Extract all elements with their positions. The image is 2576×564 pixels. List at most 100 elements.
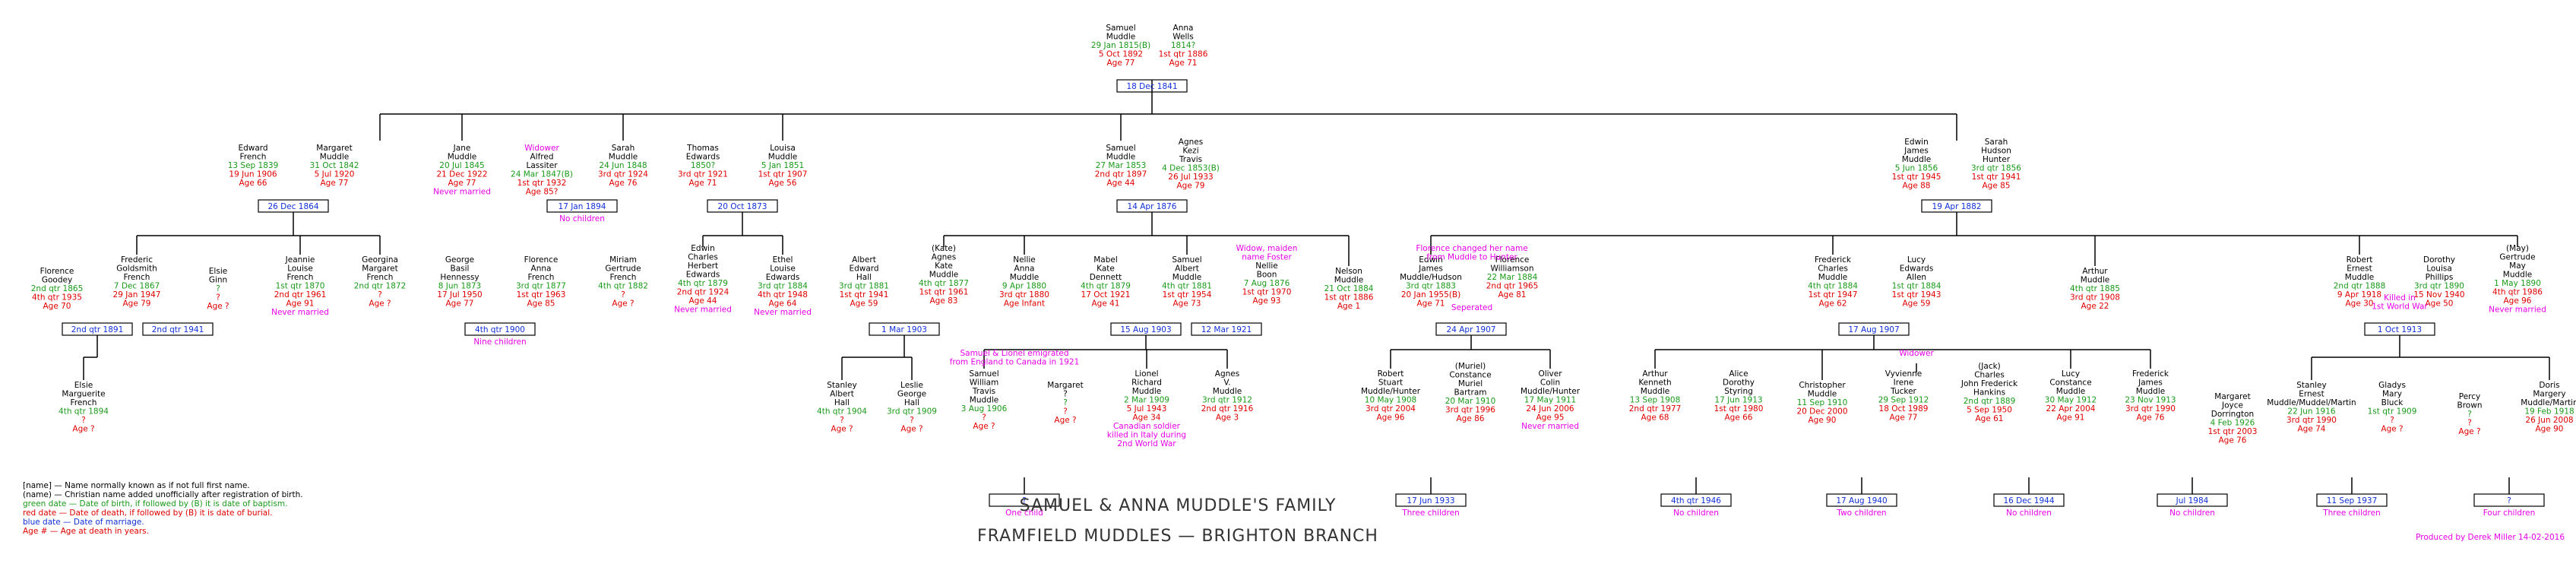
person-name: Charles: [1818, 265, 1848, 274]
person-name: Lucy: [1907, 255, 1926, 265]
person-name: Muddle: [1172, 273, 1201, 282]
birth-date: 1st qtr 1870: [276, 282, 325, 291]
person-name: Marguerite: [62, 390, 105, 399]
death-date: 17 Oct 1921: [1081, 290, 1131, 299]
person-name: Florence: [40, 267, 74, 276]
person-name: Travis: [1179, 155, 1202, 164]
person-name: Edwin: [1904, 138, 1928, 147]
person-name: Joyce: [2221, 401, 2243, 410]
death-date: 2nd qtr 1897: [1095, 170, 1147, 179]
person-pre-note: Widower: [524, 144, 559, 153]
death-date: 2nd qtr 1965: [1486, 282, 1539, 291]
person-name: Constance: [2049, 379, 2091, 388]
birth-date: 29 Sep 1912: [1878, 396, 1929, 405]
death-date: 17 Jul 1950: [437, 290, 482, 299]
marriage-date: 17 Jan 1894: [559, 202, 606, 211]
birth-date: 20 Jul 1845: [439, 161, 484, 170]
marriage-box-frame: [1191, 322, 1262, 336]
marriage-box-frame: [1838, 322, 1910, 336]
birth-date: 4th qtr 1877: [919, 279, 969, 288]
person-name: Kate: [1097, 265, 1115, 274]
person-name: Nelson: [1335, 267, 1362, 276]
birth-date: ?: [216, 284, 220, 293]
person-name: Oliver: [1538, 369, 1562, 379]
death-date: 3rd qtr 1924: [598, 170, 648, 179]
age-at-death: Age ?: [1054, 416, 1076, 425]
marriage-box-frame: [1660, 493, 1732, 507]
person-name: Edward: [849, 265, 878, 274]
death-date: 4th qtr 1986: [2492, 288, 2543, 297]
person-note: Never married: [1521, 422, 1579, 431]
person-name: Stuart: [1378, 379, 1403, 388]
marriage-date: 1 Mar 1903: [881, 325, 927, 334]
person-name: Robert: [1378, 369, 1404, 379]
marriage-box: 2nd qtr 1941: [142, 322, 214, 336]
death-date: ?: [378, 290, 382, 299]
person-name: Charles: [688, 253, 718, 262]
person-name: Muddle: [1818, 273, 1847, 282]
person-name: Styring: [1724, 387, 1753, 396]
age-at-death: Age ?: [612, 299, 634, 309]
person-name: Lassiter: [526, 161, 558, 170]
person-name: Edwards: [766, 273, 800, 282]
person-name: Albert: [1175, 265, 1199, 274]
marriage-box-frame: [258, 199, 329, 213]
person-name: Gladys: [2378, 381, 2406, 390]
birth-date: 20 Mar 1910: [1445, 397, 1496, 406]
person-name: Muddle: [1010, 273, 1039, 282]
person-name: Ernest: [2299, 390, 2324, 399]
death-date: ?: [840, 416, 844, 425]
marriage-box: 1 Oct 1913: [2364, 322, 2435, 336]
death-date: 21 Dec 1922: [436, 170, 487, 179]
age-at-death: Age 76: [609, 179, 637, 188]
person-name: Jeannie: [285, 255, 315, 265]
birth-date: 1st qtr 1909: [2368, 407, 2417, 417]
marriage-date: 17 Jun 1933: [1407, 496, 1454, 505]
connector-lines: [83, 80, 2550, 494]
birth-date: 10 May 1908: [1365, 396, 1416, 405]
birth-date: 4th qtr 1884: [1808, 282, 1858, 291]
person-name: Muddle: [2503, 271, 2532, 280]
annotation-note: Seperated: [1451, 303, 1492, 312]
person-name: Miriam: [609, 255, 637, 265]
person-name: Margaret: [316, 144, 352, 153]
age-at-death: Age 79: [122, 299, 150, 309]
marriage-box: 26 Dec 1864: [258, 199, 329, 213]
marriage-note: Four children: [2483, 509, 2536, 518]
person-name: James: [2138, 379, 2163, 388]
person-name: Muddle: [1132, 387, 1161, 396]
age-at-death: Age 71: [688, 179, 717, 188]
age-at-death: Age 77: [1106, 59, 1135, 68]
person-name: Travis: [972, 387, 995, 396]
legend-key: [name] — Name normally known as if not f…: [23, 481, 303, 536]
person-note: Never married: [271, 308, 329, 317]
annotation-note: Florence changed her name: [1416, 244, 1527, 253]
birth-date: 3rd qtr 1912: [1202, 396, 1252, 405]
person-note: Never married: [674, 306, 732, 315]
person-name: Irene: [1894, 379, 1914, 388]
birth-date: 29 Jan 1815(B): [1091, 41, 1150, 50]
person-name: John Frederick: [1960, 379, 2018, 388]
person-name: Stanley: [827, 381, 856, 390]
person-name: Arthur: [2082, 267, 2108, 276]
person-name: Lionel: [1135, 369, 1158, 379]
legend-key-line: blue date — Date of marriage.: [23, 518, 144, 527]
person-name: (Kate): [932, 244, 956, 253]
death-date: 3rd qtr 1996: [1445, 406, 1495, 415]
person-name: Muddle: [609, 153, 638, 162]
marriage-box-frame: [2157, 493, 2228, 507]
age-at-death: Age 66: [1724, 413, 1752, 423]
